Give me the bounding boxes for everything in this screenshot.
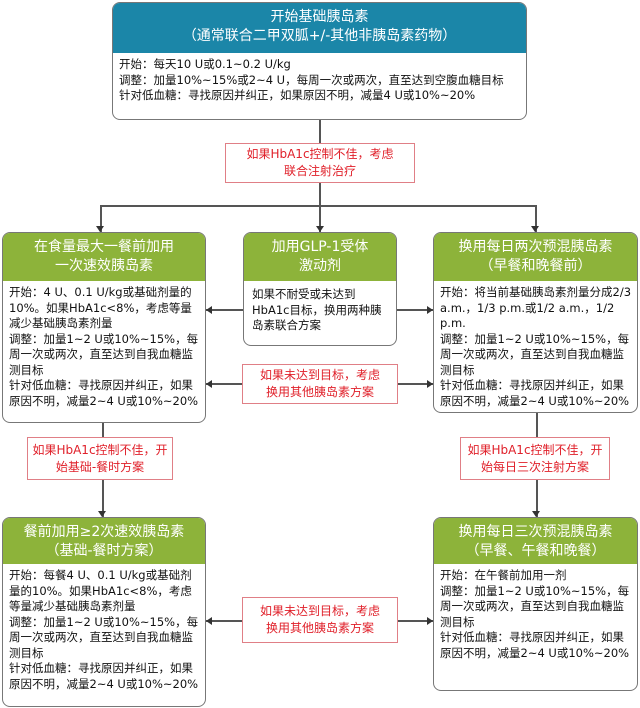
arrow-down-icon xyxy=(96,226,104,232)
box-body: 开始：4 U、0.1 U/kg或基础剂量的10%。如果HbA1c<8%，考虑等量… xyxy=(9,285,199,408)
note-switch-regimen: 如果未达到目标，考虑 换用其他胰岛素方案 xyxy=(242,364,398,404)
arrow-left-icon xyxy=(206,617,212,625)
note-three-injections: 如果HbA1c控制不佳，开 始每日三次注射方案 xyxy=(460,437,610,480)
arrow-right-icon xyxy=(427,306,433,314)
note-basal-bolus: 如果HbA1c控制不佳，开 始基础-餐时方案 xyxy=(27,437,173,480)
connector xyxy=(398,383,433,385)
box-title: 在食量最大一餐前加用 一次速效胰岛素 xyxy=(3,233,205,281)
box-body: 开始：将当前基础胰岛素剂量分成2/3 a.m.，1/3 p.m.或1/2 a.m… xyxy=(440,285,632,408)
connector xyxy=(205,309,243,311)
box-body: 开始：在午餐前加用一剂 调整：加量1~2 U或10%~15%，每周一次或两次，直… xyxy=(440,568,630,660)
arrow-down-icon xyxy=(98,511,106,517)
arrow-down-icon xyxy=(316,226,324,232)
connector xyxy=(398,620,433,622)
box-body: 开始：每餐4 U、0.1 U/kg或基础剂量的10%。如果HbA1c<8%，考虑… xyxy=(9,568,199,691)
connector xyxy=(205,383,242,385)
box-title: 开始基础胰岛素 （通常联合二甲双胍+/-其他非胰岛素药物） xyxy=(113,3,526,53)
arrow-down-icon xyxy=(531,226,539,232)
prandial-once-box: 在食量最大一餐前加用 一次速效胰岛素 开始：4 U、0.1 U/kg或基础剂量的… xyxy=(2,232,206,423)
connector xyxy=(396,309,433,311)
note-switch-regimen-2: 如果未达到目标，考虑 换用其他胰岛素方案 xyxy=(242,597,398,643)
connector xyxy=(100,205,536,207)
box-title: 换用每日三次预混胰岛素 （早餐、午餐和晚餐） xyxy=(434,518,637,564)
basal-bolus-box: 餐前加用≥2次速效胰岛素 （基础-餐时方案） 开始：每餐4 U、0.1 U/kg… xyxy=(2,517,206,707)
box-title: 餐前加用≥2次速效胰岛素 （基础-餐时方案） xyxy=(3,518,205,564)
premix-twice-box: 换用每日两次预混胰岛素 （早餐和晚餐前） 开始：将当前基础胰岛素剂量分成2/3 … xyxy=(433,232,638,413)
connector xyxy=(535,205,537,232)
start-basal-insulin-box: 开始基础胰岛素 （通常联合二甲双胍+/-其他非胰岛素药物） 开始：每天10 U或… xyxy=(112,2,527,120)
arrow-left-icon xyxy=(206,380,212,388)
arrow-right-icon xyxy=(427,380,433,388)
box-title: 加用GLP-1受体 激动剂 xyxy=(244,233,396,281)
box-body: 开始：每天10 U或0.1~0.2 U/kg 调整：加量10%~15%或2~4 … xyxy=(119,57,504,102)
note-combination-injection: 如果HbA1c控制不佳，考虑 联合注射治疗 xyxy=(225,143,415,183)
arrow-left-icon xyxy=(206,306,212,314)
box-title: 换用每日两次预混胰岛素 （早餐和晚餐前） xyxy=(434,233,637,281)
connector xyxy=(205,620,242,622)
arrow-right-icon xyxy=(427,617,433,625)
arrow-down-icon xyxy=(532,511,540,517)
box-body: 如果不耐受或未达到HbA1c目标，换用两种胰岛素联合方案 xyxy=(252,287,382,332)
premix-three-times-box: 换用每日三次预混胰岛素 （早餐、午餐和晚餐） 开始：在午餐前加用一剂 调整：加量… xyxy=(433,517,638,691)
glp1-box: 加用GLP-1受体 激动剂 如果不耐受或未达到HbA1c目标，换用两种胰岛素联合… xyxy=(243,232,397,346)
connector xyxy=(100,205,102,232)
